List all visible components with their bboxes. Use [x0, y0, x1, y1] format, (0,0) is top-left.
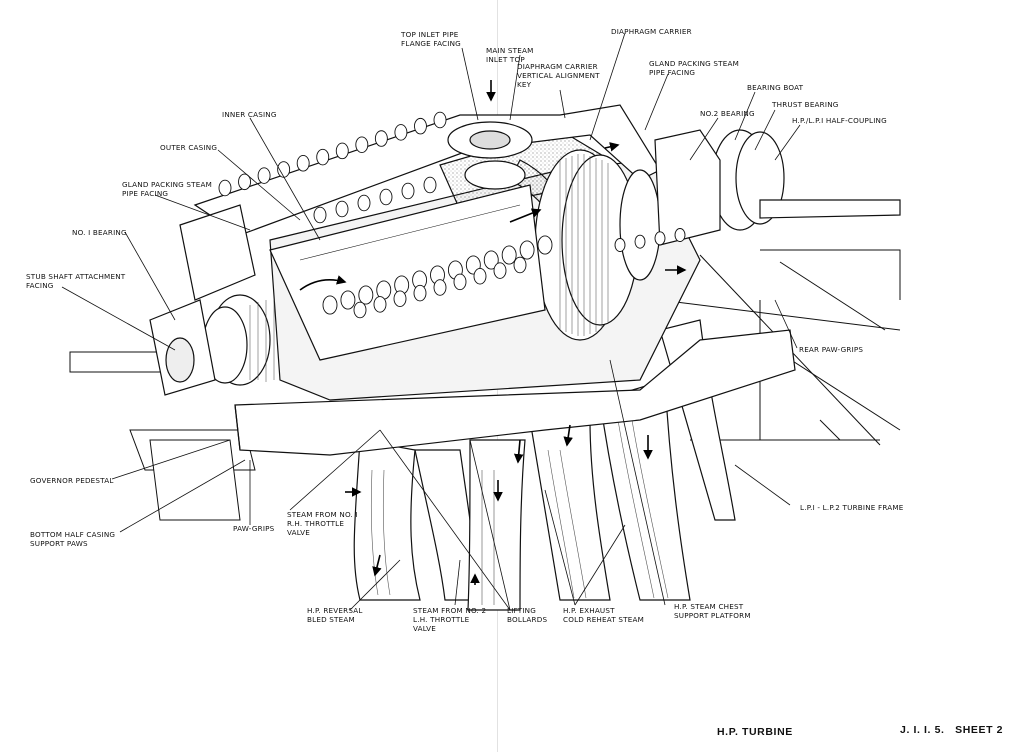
label-diaphragm-key: DIAPHRAGM CARRIER VERTICAL ALIGNMENT KEY	[517, 62, 600, 89]
label-governor-pedestal: GOVERNOR PEDESTAL	[30, 476, 114, 485]
casing-bolt	[501, 245, 517, 265]
label-steam-chest: H.P. STEAM CHEST SUPPORT PLATFORM	[674, 602, 751, 620]
casing-bolt	[257, 167, 271, 184]
casing-bolt	[537, 235, 553, 255]
casing-bolt	[401, 182, 415, 200]
casing-bolt	[335, 142, 349, 160]
casing-bolt	[433, 111, 447, 129]
turbine-body	[149, 104, 901, 456]
casing-bolt	[414, 117, 427, 135]
flow-arrows	[299, 80, 687, 585]
casing-bolt	[335, 200, 349, 218]
casing-bolt	[493, 262, 507, 279]
casing-bolt	[340, 290, 356, 310]
label-lp-frame: L.P.I - L.P.2 TURBINE FRAME	[800, 503, 904, 512]
casing-bolt	[513, 256, 527, 274]
casing-bolt	[473, 268, 487, 285]
casing-bolt	[238, 173, 251, 191]
casing-bolt	[357, 194, 371, 212]
label-lifting-bollards: LIFTING BOLLARDS	[507, 606, 548, 624]
casing-bolt	[373, 296, 387, 313]
label-half-coupling: H.P./L.P.I HALF-COUPLING	[792, 116, 887, 125]
casing-bolt	[374, 130, 388, 147]
casing-bolt	[296, 155, 310, 172]
casing-bolt	[614, 238, 626, 252]
label-no2-bearing: No.2 BEARING	[700, 109, 755, 118]
casing-bolt	[453, 273, 467, 291]
label-no1-bearing: No. I BEARING	[72, 228, 127, 237]
casing-bolt	[394, 124, 408, 141]
label-gland-packing-left: GLAND PACKING STEAM PIPE FACING	[122, 180, 213, 198]
label-gland-packing-right: GLAND PACKING STEAM PIPE FACING	[649, 59, 740, 77]
label-hp-reversal: H.P. REVERSAL BLED STEAM	[307, 606, 363, 624]
label-inner-casing: INNER CASING	[222, 110, 277, 119]
leader-lines	[61, 32, 801, 611]
label-paw-grips: PAW-GRIPS	[233, 524, 275, 533]
label-steam-no2: STEAM FROM No. 2 L.H. THROTTLE VALVE	[413, 606, 487, 633]
label-rear-paw-grips: REAR PAW-GRIPS	[799, 345, 864, 354]
label-top-inlet-pipe: TOP INLET PIPE FLANGE FACING	[401, 30, 461, 48]
casing-bolt	[313, 206, 327, 224]
label-hp-exhaust: H.P. EXHAUST COLD REHEAT STEAM	[563, 606, 645, 624]
casing-bolt	[674, 228, 686, 242]
steam-pipes	[353, 319, 736, 611]
casing-bolt	[483, 250, 499, 270]
casing-bolt	[355, 136, 369, 153]
casing-bolt	[413, 284, 427, 302]
label-bearing-boat: BEARING BOAT	[747, 83, 804, 92]
drawing-title: H.P. TURBINE	[717, 726, 793, 738]
label-main-steam-inlet: MAIN STEAM INLET TOP	[486, 46, 534, 64]
label-outer-casing: OUTER CASING	[160, 143, 218, 152]
casing-bolt	[654, 231, 666, 246]
label-bottom-half-casing: BOTTOM HALF CASING SUPPORT PAWS	[30, 530, 116, 548]
background-frames	[69, 249, 901, 521]
casing-bolt	[316, 148, 330, 166]
casing-bolt	[353, 301, 367, 319]
casing-bolt	[433, 279, 447, 296]
casing-bolt	[358, 285, 374, 305]
casing-bolt	[423, 176, 437, 194]
sheet-number: J. I. I. 5. SHEET 2	[900, 724, 1004, 736]
casing-bolt	[322, 295, 338, 315]
casing-bolt	[218, 179, 232, 197]
casing-bolt	[393, 290, 407, 308]
label-stub-shaft: STUB SHAFT ATTACHMENT FACING	[26, 272, 126, 290]
label-thrust-bearing: THRUST BEARING	[772, 100, 839, 109]
label-steam-no1: STEAM FROM No. I R.H. THROTTLE VALVE	[287, 510, 358, 537]
casing-bolt	[379, 188, 393, 206]
label-diaphragm-carrier: DIAPHRAGM CARRIER	[611, 27, 692, 36]
casing-bolt	[634, 234, 646, 249]
casing-bolt	[519, 240, 535, 260]
casing-bolts	[218, 111, 686, 319]
